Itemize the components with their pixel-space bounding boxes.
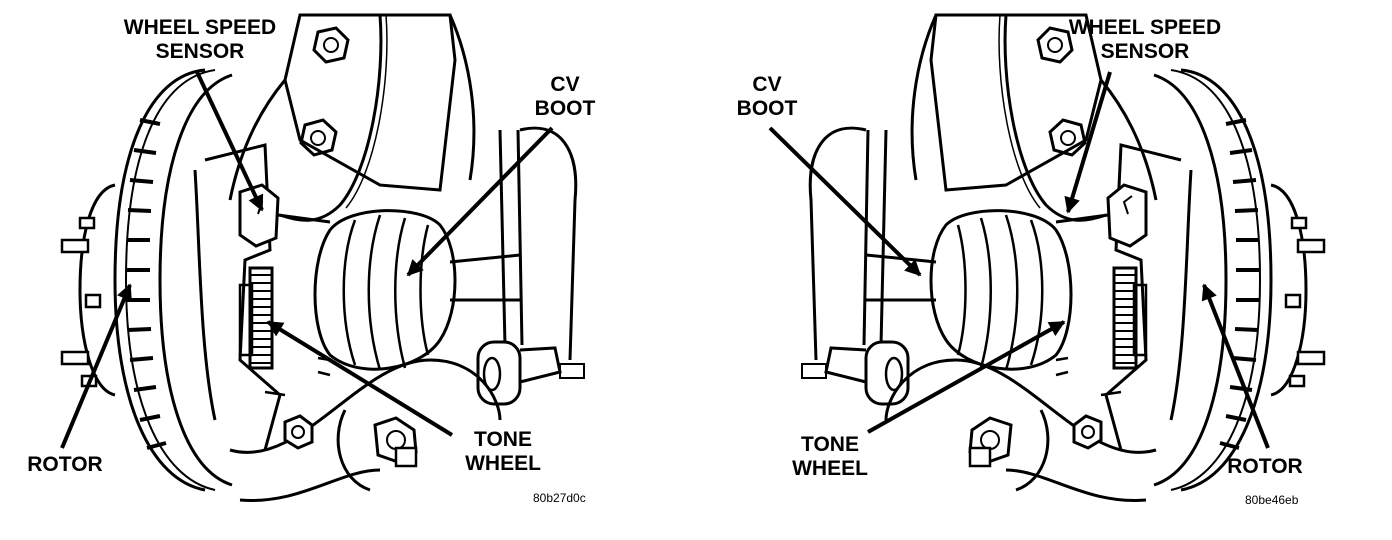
left-boot-label-line1: CV (550, 73, 580, 96)
right-boot-label-line2: BOOT (736, 97, 798, 120)
right-boot-label-line1: CV (752, 73, 782, 96)
left-rotor-arrow (60, 283, 132, 449)
right-tone-label-line2: WHEEL (792, 457, 868, 480)
left-figure-code: 80b27d0c (533, 491, 586, 505)
right-rotor-arrow (1201, 283, 1270, 449)
left-rotor-label: ROTOR (27, 453, 103, 476)
right-panel (768, 13, 1326, 503)
right-tone-arrow (867, 320, 1066, 434)
left-tone-label-line1: TONE (474, 428, 532, 451)
right-tone-label: TONE WHEEL (775, 433, 885, 481)
right-rotor-label: ROTOR (1227, 455, 1303, 478)
right-tone-label-line1: TONE (801, 433, 859, 456)
left-panel (60, 13, 586, 503)
left-sensor-label-line1: WHEEL SPEED (123, 16, 277, 39)
right-boot-arrow (768, 126, 922, 277)
right-sensor-label-line2: SENSOR (1100, 40, 1190, 63)
left-sensor-label: WHEEL SPEED SENSOR (105, 16, 295, 64)
left-tone-label-line2: WHEEL (465, 452, 541, 475)
left-tone-label: TONE WHEEL (448, 428, 558, 476)
left-boot-label-line2: BOOT (534, 97, 596, 120)
right-boot-label: CV BOOT (722, 73, 812, 121)
left-sensor-arrow (195, 71, 264, 212)
left-sensor-label-line2: SENSOR (155, 40, 245, 63)
right-sensor-label: WHEEL SPEED SENSOR (1050, 16, 1240, 64)
right-figure-code: 80be46eb (1245, 493, 1299, 507)
right-wheel-assembly (800, 13, 1326, 503)
right-sensor-arrow (1064, 71, 1112, 214)
left-tone-arrow (266, 320, 454, 437)
right-sensor-label-line1: WHEEL SPEED (1068, 16, 1222, 39)
left-boot-label: CV BOOT (520, 73, 610, 121)
left-boot-arrow (406, 126, 554, 277)
